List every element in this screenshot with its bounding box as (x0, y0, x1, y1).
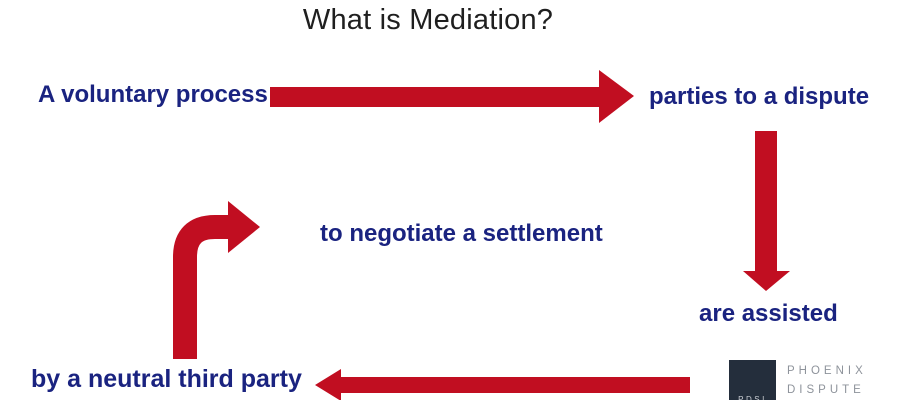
node-by-a-neutral-third-party: by a neutral third party (31, 365, 302, 393)
left-arrow-icon (315, 369, 690, 400)
pdsi-logo-square-icon: PDSI (729, 360, 776, 400)
bent-up-right-arrow-icon (173, 201, 260, 359)
logo-line-dispute: DISPUTE (787, 384, 865, 396)
node-are-assisted: are assisted (699, 300, 838, 327)
phoenix-dispute-logo: PDSI PHOENIX DISPUTE (729, 360, 900, 400)
node-parties-to-a-dispute: parties to a dispute (649, 83, 870, 110)
down-arrow-icon (743, 131, 790, 291)
logo-line-phoenix: PHOENIX (787, 365, 867, 377)
right-arrow-icon (270, 70, 634, 123)
pdsi-monogram: PDSI (738, 395, 767, 400)
logo-wordmark: PHOENIX DISPUTE (787, 362, 867, 400)
node-a-voluntary-process: A voluntary process (38, 81, 268, 108)
node-to-negotiate-a-settlement: to negotiate a settlement (320, 220, 603, 247)
slide-title: What is Mediation? (302, 4, 554, 36)
